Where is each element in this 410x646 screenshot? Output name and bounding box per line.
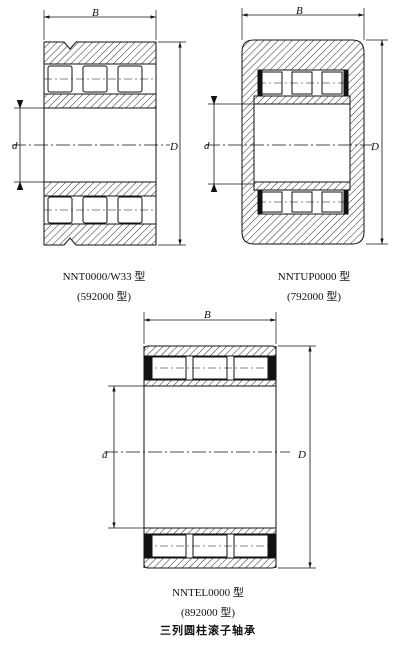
inner-ring-bottom: [43, 181, 157, 197]
dim-label-B: B: [204, 309, 211, 321]
dim-label-D: D: [297, 449, 306, 461]
dim-label-d: d: [102, 449, 108, 461]
dim-label-B: B: [296, 5, 303, 17]
dim-label-B: B: [92, 7, 99, 19]
bearing-series-label: (892000 型): [180, 607, 236, 619]
bearing-series-label: (792000 型): [286, 291, 342, 303]
bearing-nntup-drawing: [206, 8, 388, 245]
diagram-caption: 三列圆柱滚子轴承: [160, 624, 256, 637]
bearing-model-label: NNTEL0000 型: [172, 587, 244, 599]
inner-ring-bottom: [253, 181, 351, 191]
inner-ring-top: [43, 93, 157, 109]
outer-ring-top: [43, 41, 157, 65]
dim-label-D: D: [370, 141, 379, 153]
inner-ring-top: [143, 379, 277, 387]
inner-ring-top: [253, 95, 351, 105]
outer-ring-bottom: [43, 223, 157, 246]
bearing-model-label: NNT0000/W33 型: [62, 271, 146, 283]
dim-label-d: d: [204, 140, 210, 152]
dim-label-D: D: [169, 141, 178, 153]
dim-label-d: d: [12, 140, 18, 152]
bearing-nntel-drawing: [104, 312, 316, 569]
bearing-nnt-w33-drawing: [12, 10, 186, 246]
bearing-series-label: (592000 型): [76, 291, 132, 303]
outer-ring-bottom: [143, 557, 277, 569]
inner-ring-bottom: [143, 527, 277, 535]
bearing-model-label: NNTUP0000 型: [277, 271, 351, 283]
outer-ring-top: [143, 345, 277, 357]
